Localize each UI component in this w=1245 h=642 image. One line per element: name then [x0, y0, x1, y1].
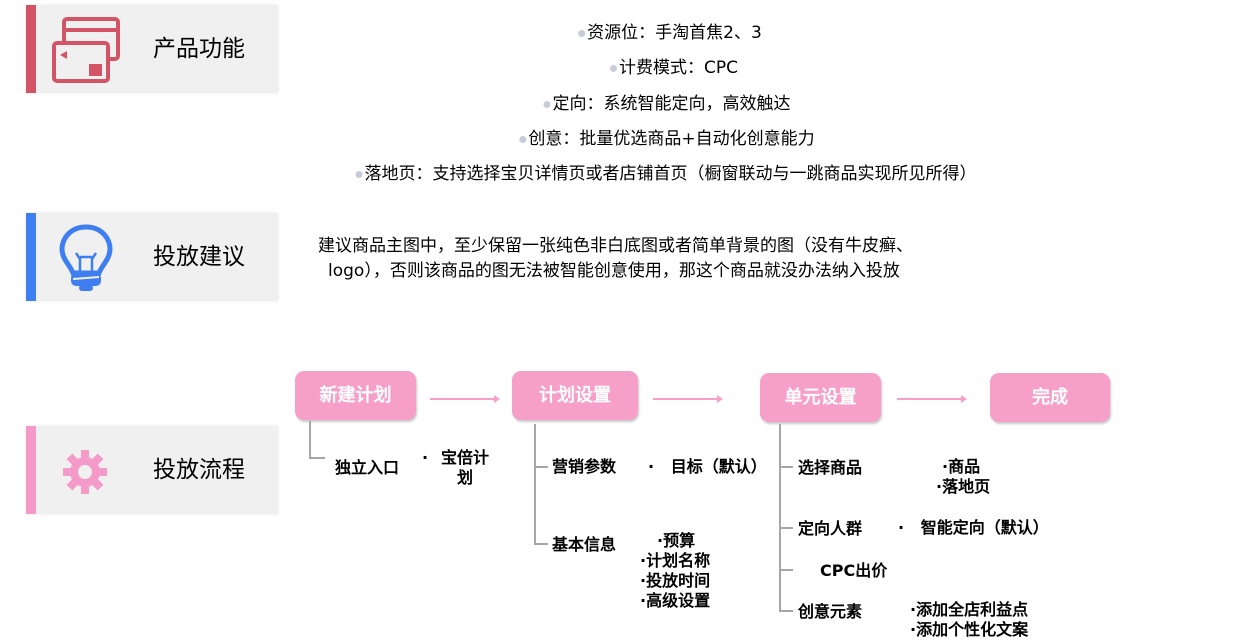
feature-item: 计费模式：CPC [610, 53, 738, 78]
flow-step-plan-settings: 计划设置 [512, 371, 638, 420]
tree-line [534, 466, 548, 468]
arrow-icon [430, 395, 500, 403]
tree-line [779, 569, 793, 571]
bullet-icon [543, 100, 551, 108]
branch-detail: · 智能定向（默认） [898, 518, 1049, 537]
arrow-icon [897, 395, 967, 403]
section-title: 投放建议 [153, 244, 245, 270]
bullet-icon [578, 29, 586, 37]
branch-detail-list: ·商品 ·落地页 [936, 457, 991, 496]
gear-icon [63, 450, 107, 494]
accent-bar [26, 5, 36, 93]
arrow-icon [653, 395, 723, 403]
lightbulb-icon [59, 224, 113, 291]
flow-step-unit-settings: 单元设置 [760, 373, 881, 422]
branch-detail: · 目标（默认） [648, 457, 767, 476]
branch-label: 营销参数 [552, 457, 617, 476]
bullet-icon [355, 170, 363, 178]
tree-line [779, 610, 793, 612]
tree-line [779, 424, 781, 612]
branch-detail-list: ·添加全店利益点 ·添加个性化文案 [910, 600, 1029, 639]
cards-icon [52, 17, 120, 83]
tree-line [309, 421, 311, 459]
section-title: 投放流程 [153, 457, 245, 483]
tree-line [534, 543, 548, 545]
section-flow: 投放流程 [26, 426, 278, 514]
section-advice: 投放建议 [26, 213, 278, 301]
accent-bar [26, 426, 36, 514]
accent-bar [26, 213, 36, 301]
tree-line [779, 466, 793, 468]
bullet-icon [519, 135, 527, 143]
section-title: 产品功能 [153, 36, 245, 62]
tree-line [309, 457, 325, 459]
advice-text: 建议商品主图中，至少保留一张纯色非白底图或者简单背景的图（没有牛皮癣、 logo… [318, 236, 913, 281]
branch-label: 独立入口 [335, 458, 400, 477]
tree-line [779, 527, 793, 529]
flow-step-done: 完成 [990, 373, 1110, 422]
branch-detail-list: ·预算 ·计划名称 ·投放时间 ·高级设置 [640, 531, 711, 610]
branch-label: 选择商品 [798, 458, 863, 477]
branch-label: 定向人群 [798, 519, 863, 538]
branch-label: CPC出价 [820, 561, 888, 580]
branch-label: 基本信息 [552, 535, 617, 554]
feature-item: 落地页：支持选择宝贝详情页或者店铺首页（橱窗联动与一跳商品实现所见所得） [355, 159, 977, 184]
tree-line [534, 424, 536, 545]
branch-label: 创意元素 [798, 602, 863, 621]
feature-item: 创意：批量优选商品+自动化创意能力 [519, 124, 815, 149]
feature-item: 定向：系统智能定向，高效触达 [543, 89, 791, 114]
bullet-icon [610, 64, 617, 72]
feature-item: 资源位：手淘首焦2、3 [578, 18, 762, 43]
flow-step-new-plan: 新建计划 [295, 371, 416, 420]
branch-detail: 宝倍计划 [441, 448, 490, 487]
section-product-features: 产品功能 [26, 5, 278, 93]
